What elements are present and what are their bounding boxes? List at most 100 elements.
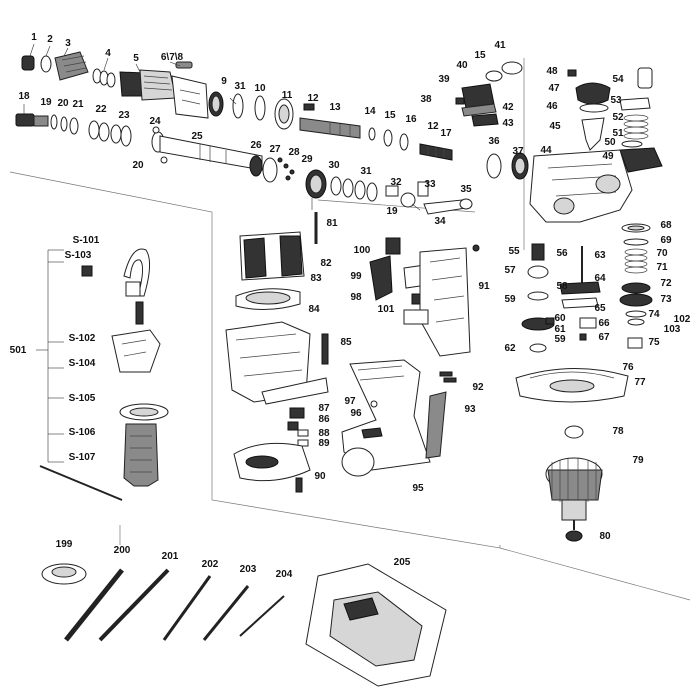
upper-right-switch-parts [455,61,523,127]
part-label-20: 20 [57,98,69,109]
part-label-200: 200 [113,545,131,556]
part-label-10: 10 [254,83,266,94]
part-label-90: 90 [314,471,326,482]
part-label-3: 3 [65,38,71,49]
part-label-s106: S-106 [68,427,96,438]
part-label-205: 205 [393,557,411,568]
part-label-23: 23 [118,110,130,121]
part-label-204: 204 [275,569,293,580]
part-label-68: 68 [660,220,672,231]
spindle-assembly [15,113,263,171]
part-label-17: 17 [440,128,452,139]
part-label-32: 32 [390,177,402,188]
part-label-14: 14 [364,106,376,117]
motor-housing-assembly [225,212,329,493]
part-label-30: 30 [328,160,340,171]
part-label-58: 58 [556,281,568,292]
handle-switch-assembly [341,237,480,477]
part-label-2: 2 [47,34,53,45]
part-label-22: 22 [95,104,107,115]
part-label-31-top: 31 [234,81,246,92]
part-label-73: 73 [660,294,672,305]
part-label-48: 48 [546,66,558,77]
part-label-75: 75 [648,337,660,348]
part-label-77: 77 [634,377,646,388]
part-label-86: 86 [318,414,330,425]
part-label-52: 52 [612,112,624,123]
part-label-88: 88 [318,428,330,439]
part-label-97: 97 [344,396,356,407]
part-label-89: 89 [318,438,330,449]
part-label-74: 74 [648,309,660,320]
part-label-67: 67 [598,332,610,343]
part-label-51: 51 [612,128,624,139]
part-label-26: 26 [250,140,262,151]
gear-train-assembly [515,223,653,542]
part-label-46: 46 [546,101,558,112]
part-label-78: 78 [612,426,624,437]
part-label-65: 65 [594,303,606,314]
side-handle-assembly [36,248,169,501]
part-label-42: 42 [502,102,514,113]
part-label-85: 85 [340,337,352,348]
assembly-frame-lines [9,58,691,601]
part-label-45: 45 [549,121,561,132]
part-label-19: 19 [40,97,52,108]
part-label-59-lower: 59 [554,334,566,345]
part-label-39: 39 [438,74,450,85]
part-label-79: 79 [632,455,644,466]
part-label-92: 92 [472,382,484,393]
part-label-s105: S-105 [68,393,96,404]
part-label-21: 21 [72,99,84,110]
part-label-27: 27 [269,144,281,155]
part-label-11: 11 [281,90,293,101]
part-label-15: 15 [384,110,396,121]
part-label-201: 201 [161,551,179,562]
part-label-34: 34 [434,216,446,227]
part-label-70: 70 [656,248,668,259]
part-label-s104: S-104 [68,358,96,369]
part-label-15-upper: 15 [474,50,486,61]
part-label-62: 62 [504,343,516,354]
part-label-72: 72 [660,278,672,289]
part-label-57: 57 [504,265,516,276]
part-label-18: 18 [18,91,30,102]
part-label-93: 93 [464,404,476,415]
part-label-16: 16 [405,114,417,125]
part-label-50: 50 [604,137,616,148]
part-label-25: 25 [191,131,203,142]
part-label-100: 100 [353,245,371,256]
part-label-95: 95 [412,483,424,494]
part-label-54: 54 [612,74,624,85]
part-label-71: 71 [656,262,668,273]
chuck-assembly [21,51,529,180]
part-label-49: 49 [602,151,614,162]
part-label-43: 43 [502,118,514,129]
part-label-64: 64 [594,273,606,284]
part-label-19-lower: 19 [386,206,398,217]
part-label-99: 99 [350,271,362,282]
part-label-102: 102 [673,314,691,325]
part-label-199: 199 [55,539,73,550]
part-label-29: 29 [301,154,313,165]
part-label-9: 9 [221,76,227,87]
part-label-12-top: 12 [307,93,319,104]
part-label-103: 103 [663,324,681,335]
part-label-33: 33 [424,179,436,190]
part-label-69: 69 [660,235,672,246]
part-label-83: 83 [310,273,322,284]
part-label-41: 41 [494,40,506,51]
part-label-12-mid: 12 [427,121,439,132]
part-label-38: 38 [420,94,432,105]
part-label-s103: S-103 [64,250,92,261]
part-label-84: 84 [308,304,320,315]
part-label-35: 35 [460,184,472,195]
part-label-60: 60 [554,313,566,324]
part-label-31-mid: 31 [360,166,372,177]
gear-clutch-assembly [249,155,473,215]
part-label-87: 87 [318,403,330,414]
part-label-91: 91 [478,281,490,292]
accessories [41,563,447,687]
part-label-36: 36 [488,136,500,147]
part-label-81: 81 [326,218,338,229]
